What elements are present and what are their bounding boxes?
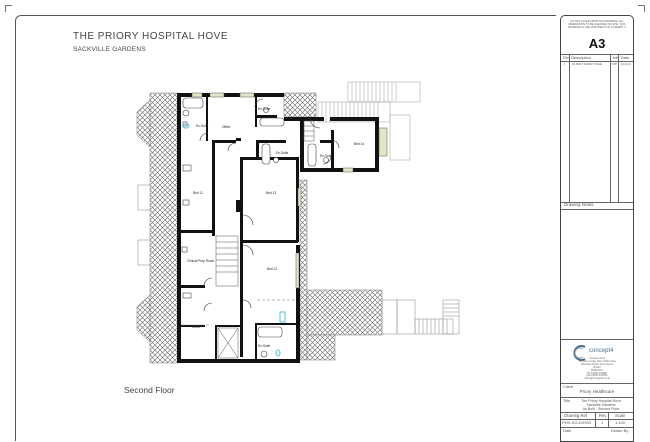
room-labels: En-Suite Office En-Suite En-Suite En-Sui… [187, 107, 364, 348]
room-label: En-Suite [320, 154, 332, 158]
concept4-logo-icon [573, 345, 586, 361]
room-label: En-Suite [276, 151, 288, 155]
room-label: Clinical Prep Room [187, 259, 215, 263]
project-title: THE PRIORY HOSPITAL HOVE [73, 31, 228, 42]
drawing-notes-label: Drawing Notes [564, 202, 594, 207]
date-cell: 10.01.16 [621, 63, 631, 66]
floor-label: Second Floor [124, 385, 175, 395]
drawing-ref-label: Drawing Ref [564, 413, 588, 418]
accent-fixtures [182, 123, 286, 357]
sheet-size: A3 [588, 36, 606, 51]
external-stairs-top [317, 81, 421, 161]
company-address: Concept 4 Ltd The Barn,Lodge Farm Office… [578, 357, 616, 381]
room-label: Bed 13 [266, 191, 276, 195]
company-logo: concept4 Concept 4 Ltd The Barn,Lodge Fa… [561, 341, 633, 381]
room-label: Office [222, 125, 230, 129]
init-cell: CPH [612, 63, 618, 66]
floor-plan: En-Suite Office En-Suite En-Suite En-Sui… [136, 81, 460, 364]
company-name: concept4 [589, 348, 614, 354]
rev-col-header: Rev [563, 55, 571, 60]
room-label: Bed 12 [267, 267, 277, 271]
rev-value: 1 [601, 420, 604, 425]
lift-shaft [217, 327, 239, 359]
sanitary-fixtures [181, 97, 329, 358]
walls [177, 93, 379, 363]
room-label: En-Suite [258, 344, 270, 348]
bay-outlines [137, 184, 151, 266]
external-stairs-bottom [381, 299, 460, 335]
roof-hatch [136, 92, 383, 364]
client-label: Client [563, 384, 574, 389]
drawing-frame [15, 15, 556, 441]
room-label: Bed 11 [193, 191, 203, 195]
title-block: DO NOT SCALE FROM THIS DRAWING. ALL DIME… [560, 15, 634, 442]
title-label: Title [563, 398, 571, 403]
room-label: En-Suite [196, 124, 208, 128]
frame-corner-mark [5, 5, 12, 12]
room-label: Office [192, 325, 200, 329]
description-cell: AS BUILT SURVEY ISSUE [572, 63, 602, 66]
rev-label: Rev [599, 413, 607, 418]
internal-stairs [215, 120, 315, 287]
windows [191, 92, 388, 289]
date-col-header: Date [621, 55, 630, 60]
title-lines: The Priory Hospital Hove Sackville Garde… [581, 399, 621, 411]
scale-label: Scale [615, 413, 626, 418]
client-name: Priory Healthcare [579, 389, 615, 394]
dashed-lines [181, 299, 296, 326]
drawing-ref-value: PHH-SG-DX003 [562, 420, 592, 425]
scale-value: 1:100 [615, 420, 626, 425]
init-col-header: Init [613, 55, 619, 60]
frame-corner-mark [638, 5, 645, 12]
room-label: En-Suite [258, 107, 270, 111]
rev-cell: 1 [564, 63, 566, 66]
drawn-by-label: Drawn By [611, 428, 629, 433]
title-block-note: DO NOT SCALE FROM THIS DRAWING. ALL DIME… [568, 20, 626, 30]
room-label: Bed 14 [354, 142, 364, 146]
door-swings [199, 98, 340, 312]
project-subtitle: SACKVILLE GARDENS [73, 46, 146, 53]
date-label: Date [563, 428, 572, 433]
description-col-header: Description [571, 55, 592, 60]
